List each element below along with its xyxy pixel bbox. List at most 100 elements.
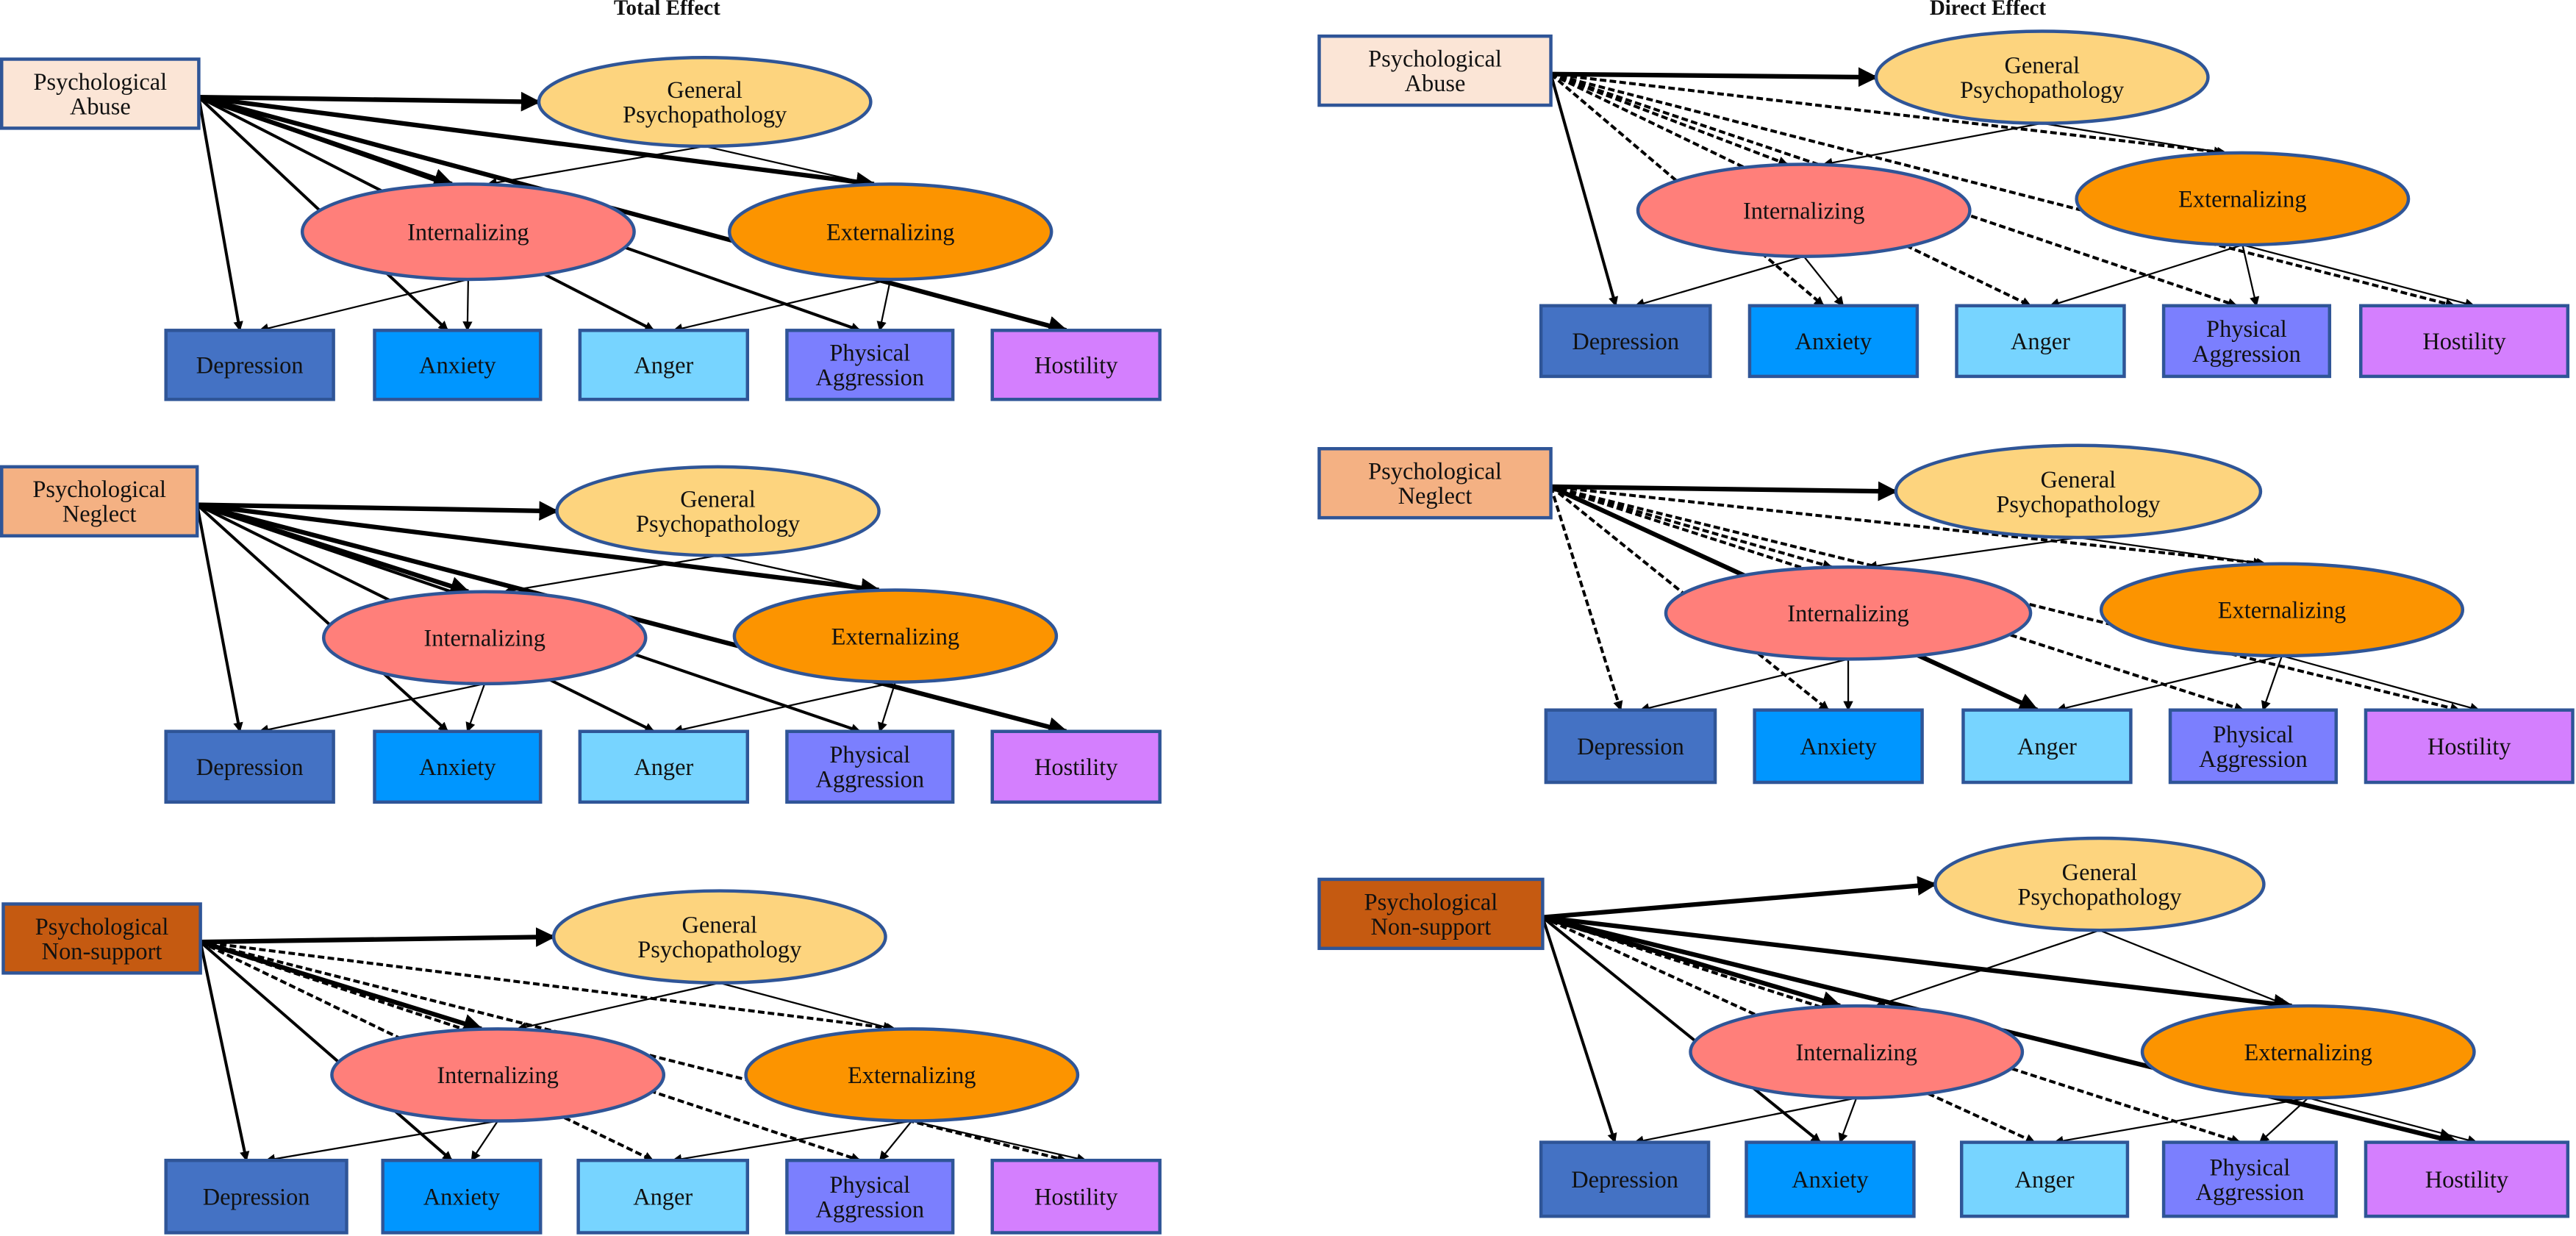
nodes: PsychologicalAbuseGeneralPsychopathology… bbox=[0, 56, 1162, 401]
general-psychopathology-label: Psychopathology bbox=[623, 102, 787, 129]
anger-box bbox=[1961, 708, 2133, 785]
externalizing-label: Externalizing bbox=[831, 624, 959, 650]
edge-gp-to-ext-solid bbox=[2099, 929, 2290, 1007]
physical-aggression-label: Aggression bbox=[816, 365, 925, 391]
anxiety-box bbox=[1753, 708, 1924, 785]
physical-aggression-label: Physical bbox=[2213, 721, 2294, 748]
edge-src-to-dep-dashed bbox=[1549, 486, 1623, 711]
internalizing-ellipse bbox=[1689, 1004, 2025, 1100]
general-psychopathology-label: General bbox=[2004, 52, 2080, 79]
externalizing-ellipse bbox=[2099, 562, 2465, 658]
hostility-box bbox=[990, 729, 1162, 804]
edge-gp-to-int-solid bbox=[516, 982, 720, 1032]
title-direct-effect: Direct Effect bbox=[1930, 0, 2047, 20]
edge-src-to-dep-solid bbox=[196, 504, 243, 733]
edge-ext-to-hos-solid bbox=[2242, 243, 2475, 309]
anger-label: Anger bbox=[634, 754, 693, 781]
internalizing-label: Internalizing bbox=[407, 219, 529, 246]
general-psychopathology-ellipse bbox=[555, 465, 881, 557]
edge-ext-to-hos-solid bbox=[2308, 1097, 2478, 1145]
depression-label: Depression bbox=[196, 754, 304, 781]
predictor-label: Psychological bbox=[1364, 889, 1498, 915]
depression-box bbox=[164, 329, 335, 401]
predictor-box bbox=[1317, 34, 1553, 107]
edge-ext-to-ang-solid bbox=[672, 681, 896, 735]
externalizing-label: Externalizing bbox=[826, 219, 954, 246]
predictor-box bbox=[1317, 447, 1553, 520]
nodes: PsychologicalNon-supportGeneralPsychopat… bbox=[1, 889, 1162, 1235]
panel-nonsupport-total: PsychologicalNon-supportGeneralPsychopat… bbox=[1, 889, 1162, 1235]
physical-aggression-label: Physical bbox=[2210, 1154, 2291, 1181]
depression-box bbox=[1539, 1140, 1711, 1218]
edge-src-to-ext-solid bbox=[1542, 915, 2294, 1014]
internalizing-ellipse bbox=[1664, 565, 2033, 661]
anxiety-label: Anxiety bbox=[1800, 734, 1877, 760]
edge-gp-to-ext-solid bbox=[704, 145, 872, 187]
edge-int-to-dep-solid bbox=[265, 1120, 498, 1164]
predictor-box bbox=[0, 465, 199, 537]
predictor-label: Abuse bbox=[1405, 71, 1466, 97]
predictor-box bbox=[1, 902, 202, 975]
predictor-label: Abuse bbox=[70, 93, 131, 120]
depression-box bbox=[164, 1158, 348, 1235]
physical-aggression-label: Aggression bbox=[2199, 746, 2308, 773]
anger-label: Anger bbox=[634, 352, 693, 379]
physical-aggression-label: Physical bbox=[829, 340, 910, 367]
physical-aggression-box bbox=[785, 1158, 955, 1235]
depression-box bbox=[1544, 708, 1717, 785]
internalizing-label: Internalizing bbox=[437, 1062, 558, 1089]
edge-src-to-anx-solid bbox=[199, 940, 453, 1162]
edge-gp-to-int-solid bbox=[487, 145, 705, 187]
general-psychopathology-label: Psychopathology bbox=[2017, 885, 2182, 911]
general-psychopathology-label: General bbox=[2062, 860, 2138, 886]
edge-src-to-gp-solid bbox=[200, 927, 556, 947]
edge-ext-to-ang-solid bbox=[671, 1120, 912, 1164]
edge-int-to-dep-solid bbox=[1634, 255, 1805, 308]
physical-aggression-box bbox=[785, 329, 955, 401]
internalizing-ellipse bbox=[330, 1027, 666, 1123]
predictor-label: Psychological bbox=[32, 476, 166, 503]
hostility-box bbox=[2364, 708, 2575, 785]
edge-ext-to-pa-solid bbox=[2242, 244, 2260, 307]
edge-src-to-gp-solid bbox=[1550, 67, 1878, 87]
physical-aggression-label: Aggression bbox=[816, 767, 925, 793]
edge-ext-to-pa-solid bbox=[879, 1120, 913, 1162]
edge-ext-to-pa-solid bbox=[876, 279, 892, 332]
edge-ext-to-ang-solid bbox=[2049, 244, 2243, 308]
predictor-label: Non-support bbox=[1371, 914, 1492, 940]
edge-gp-to-int-solid bbox=[1822, 122, 2042, 168]
general-psychopathology-ellipse bbox=[1933, 836, 2266, 932]
hostility-label: Hostility bbox=[1034, 352, 1118, 379]
anger-box bbox=[1955, 304, 2126, 379]
physical-aggression-label: Physical bbox=[829, 742, 910, 768]
predictor-label: Psychological bbox=[33, 69, 167, 96]
edge-ext-to-pa-solid bbox=[877, 682, 896, 733]
edge-src-to-gp-solid bbox=[1542, 876, 1938, 920]
externalizing-ellipse bbox=[2140, 1004, 2476, 1100]
edge-src-to-int-solid bbox=[199, 940, 484, 1034]
general-psychopathology-label: Psychopathology bbox=[1960, 77, 2125, 104]
edge-gp-to-ext-solid bbox=[718, 554, 877, 593]
edge-ext-to-ang-solid bbox=[2056, 654, 2283, 713]
edge-int-to-dep-solid bbox=[1634, 1097, 1857, 1146]
depression-box bbox=[1539, 304, 1712, 379]
anger-box bbox=[1959, 1140, 2130, 1218]
physical-aggression-label: Physical bbox=[829, 1172, 910, 1199]
physical-aggression-box bbox=[2161, 304, 2332, 379]
edge-gp-to-int-solid bbox=[503, 554, 718, 596]
depression-box bbox=[164, 729, 335, 804]
edges bbox=[1541, 876, 2478, 1148]
title-total-effect: Total Effect bbox=[614, 0, 720, 20]
anger-box bbox=[576, 1158, 750, 1235]
anger-box bbox=[578, 329, 750, 401]
predictor-label: Neglect bbox=[62, 501, 137, 528]
hostility-label: Hostility bbox=[2427, 734, 2511, 760]
edge-int-to-anx-solid bbox=[465, 683, 486, 733]
edge-ext-to-pa-solid bbox=[2261, 655, 2283, 711]
internalizing-label: Internalizing bbox=[1743, 198, 1864, 224]
edge-src-to-hos-dashed bbox=[1550, 72, 2455, 309]
panel-abuse-direct: PsychologicalAbuseGeneralPsychopathology… bbox=[1317, 29, 2570, 379]
anger-box bbox=[578, 729, 750, 804]
